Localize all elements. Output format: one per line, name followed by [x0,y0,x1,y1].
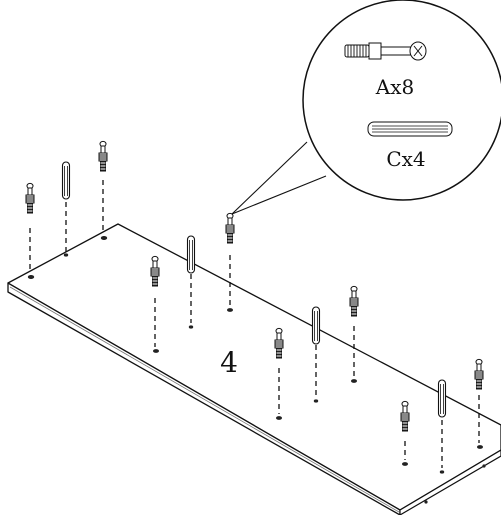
panel-edge-line [9,286,400,513]
dowel-icon [311,306,321,345]
hole [402,462,408,466]
cam-bolts [25,140,484,432]
cam-bolt-icon [400,400,410,432]
hole [477,445,483,449]
hole [27,275,35,279]
callout-cam-bolt-label: Ax8 [375,75,414,99]
hole [227,308,233,312]
callout-dowel-label: Cx4 [386,147,425,171]
hole [351,379,357,383]
cam-bolt-icon [150,255,160,287]
cam-bolt-icon [274,327,284,359]
cam-bolt-icon [98,140,108,172]
panel-top-face [7,223,501,511]
hole [439,470,445,474]
hole [424,500,428,504]
cam-bolt-icon [225,212,235,244]
hole [100,236,108,240]
hole [153,349,159,353]
panel-holes [27,236,486,504]
callout-dowel-icon [367,121,453,137]
hole [63,253,69,257]
callout-leader [231,141,327,215]
panel [7,223,501,515]
cam-bolt-icon [474,358,484,390]
hole [482,464,486,468]
hole [188,325,194,329]
dowel-icon [186,235,196,274]
dowel-icon [61,161,71,200]
dowel-icon [437,379,447,418]
dowels [61,161,447,418]
callout-cam-bolt-icon [344,41,427,61]
hole [313,399,319,403]
cam-bolt-icon [349,285,359,317]
hole [276,416,282,420]
step-number: 4 [220,346,238,379]
cam-bolt-icon [25,182,35,214]
panel-end-edge [399,449,501,515]
insertion-guides [29,180,480,468]
